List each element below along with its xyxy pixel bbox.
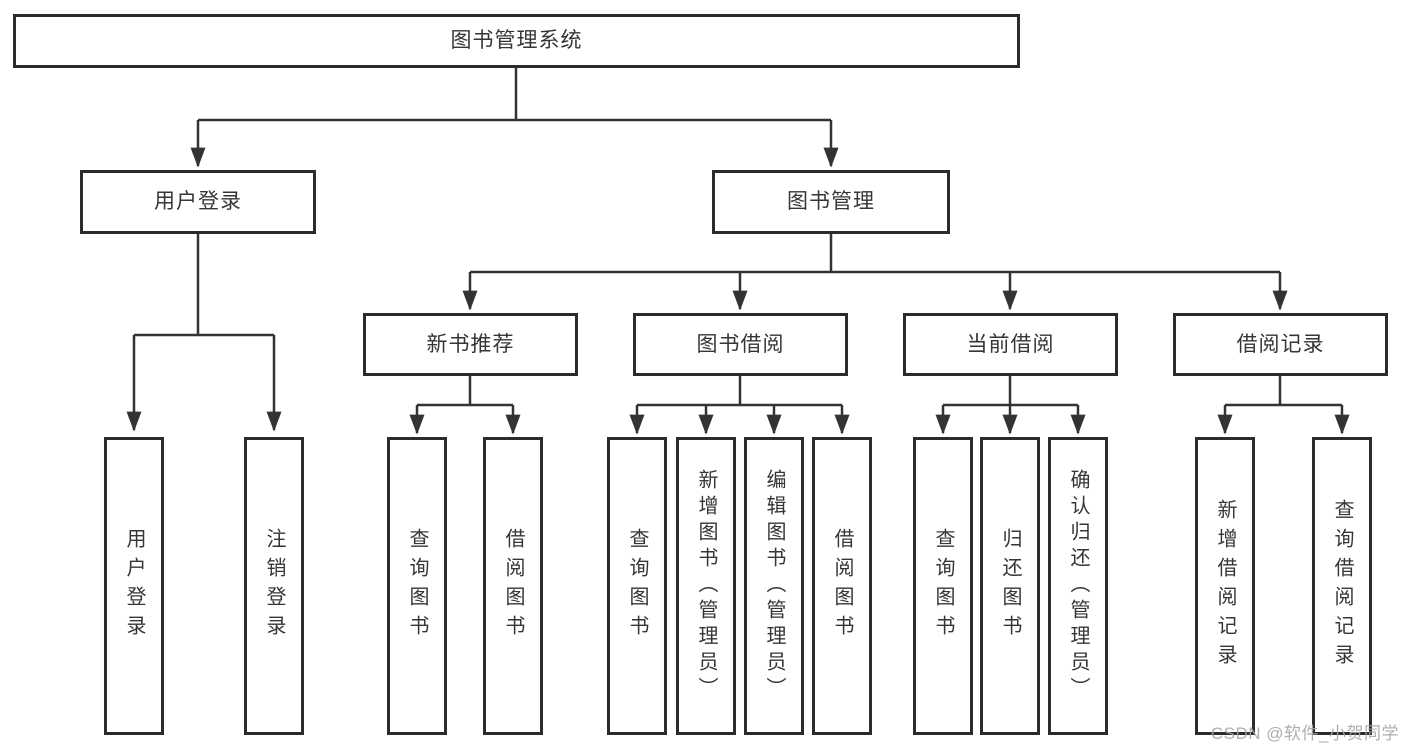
leaf-query-borrow-record: 查询借阅记录 <box>1312 437 1372 735</box>
leaf-borrow-books-recommend: 借阅图书 <box>483 437 543 735</box>
csdn-watermark: CSDN @软件_小贺同学 <box>1210 724 1399 743</box>
leaf-return-books: 归还图书 <box>980 437 1040 735</box>
leaf-add-books-admin: 新增图书（管理员） <box>676 437 736 735</box>
node-borrowing-records: 借阅记录 <box>1173 313 1388 376</box>
leaf-query-books-current: 查询图书 <box>913 437 973 735</box>
node-library-management-system: 图书管理系统 <box>13 14 1020 68</box>
node-book-borrowing: 图书借阅 <box>633 313 848 376</box>
leaf-confirm-return-admin: 确认归还（管理员） <box>1048 437 1108 735</box>
leaf-borrow-books-borrowing: 借阅图书 <box>812 437 872 735</box>
leaf-user-login: 用户登录 <box>104 437 164 735</box>
leaf-add-borrow-record: 新增借阅记录 <box>1195 437 1255 735</box>
node-book-management: 图书管理 <box>712 170 950 234</box>
node-current-borrowing: 当前借阅 <box>903 313 1118 376</box>
leaf-query-books-recommend: 查询图书 <box>387 437 447 735</box>
leaf-query-books-borrowing: 查询图书 <box>607 437 667 735</box>
leaf-edit-books-admin: 编辑图书（管理员） <box>744 437 804 735</box>
leaf-logout: 注销登录 <box>244 437 304 735</box>
node-new-book-recommend: 新书推荐 <box>363 313 578 376</box>
node-user-login: 用户登录 <box>80 170 316 234</box>
